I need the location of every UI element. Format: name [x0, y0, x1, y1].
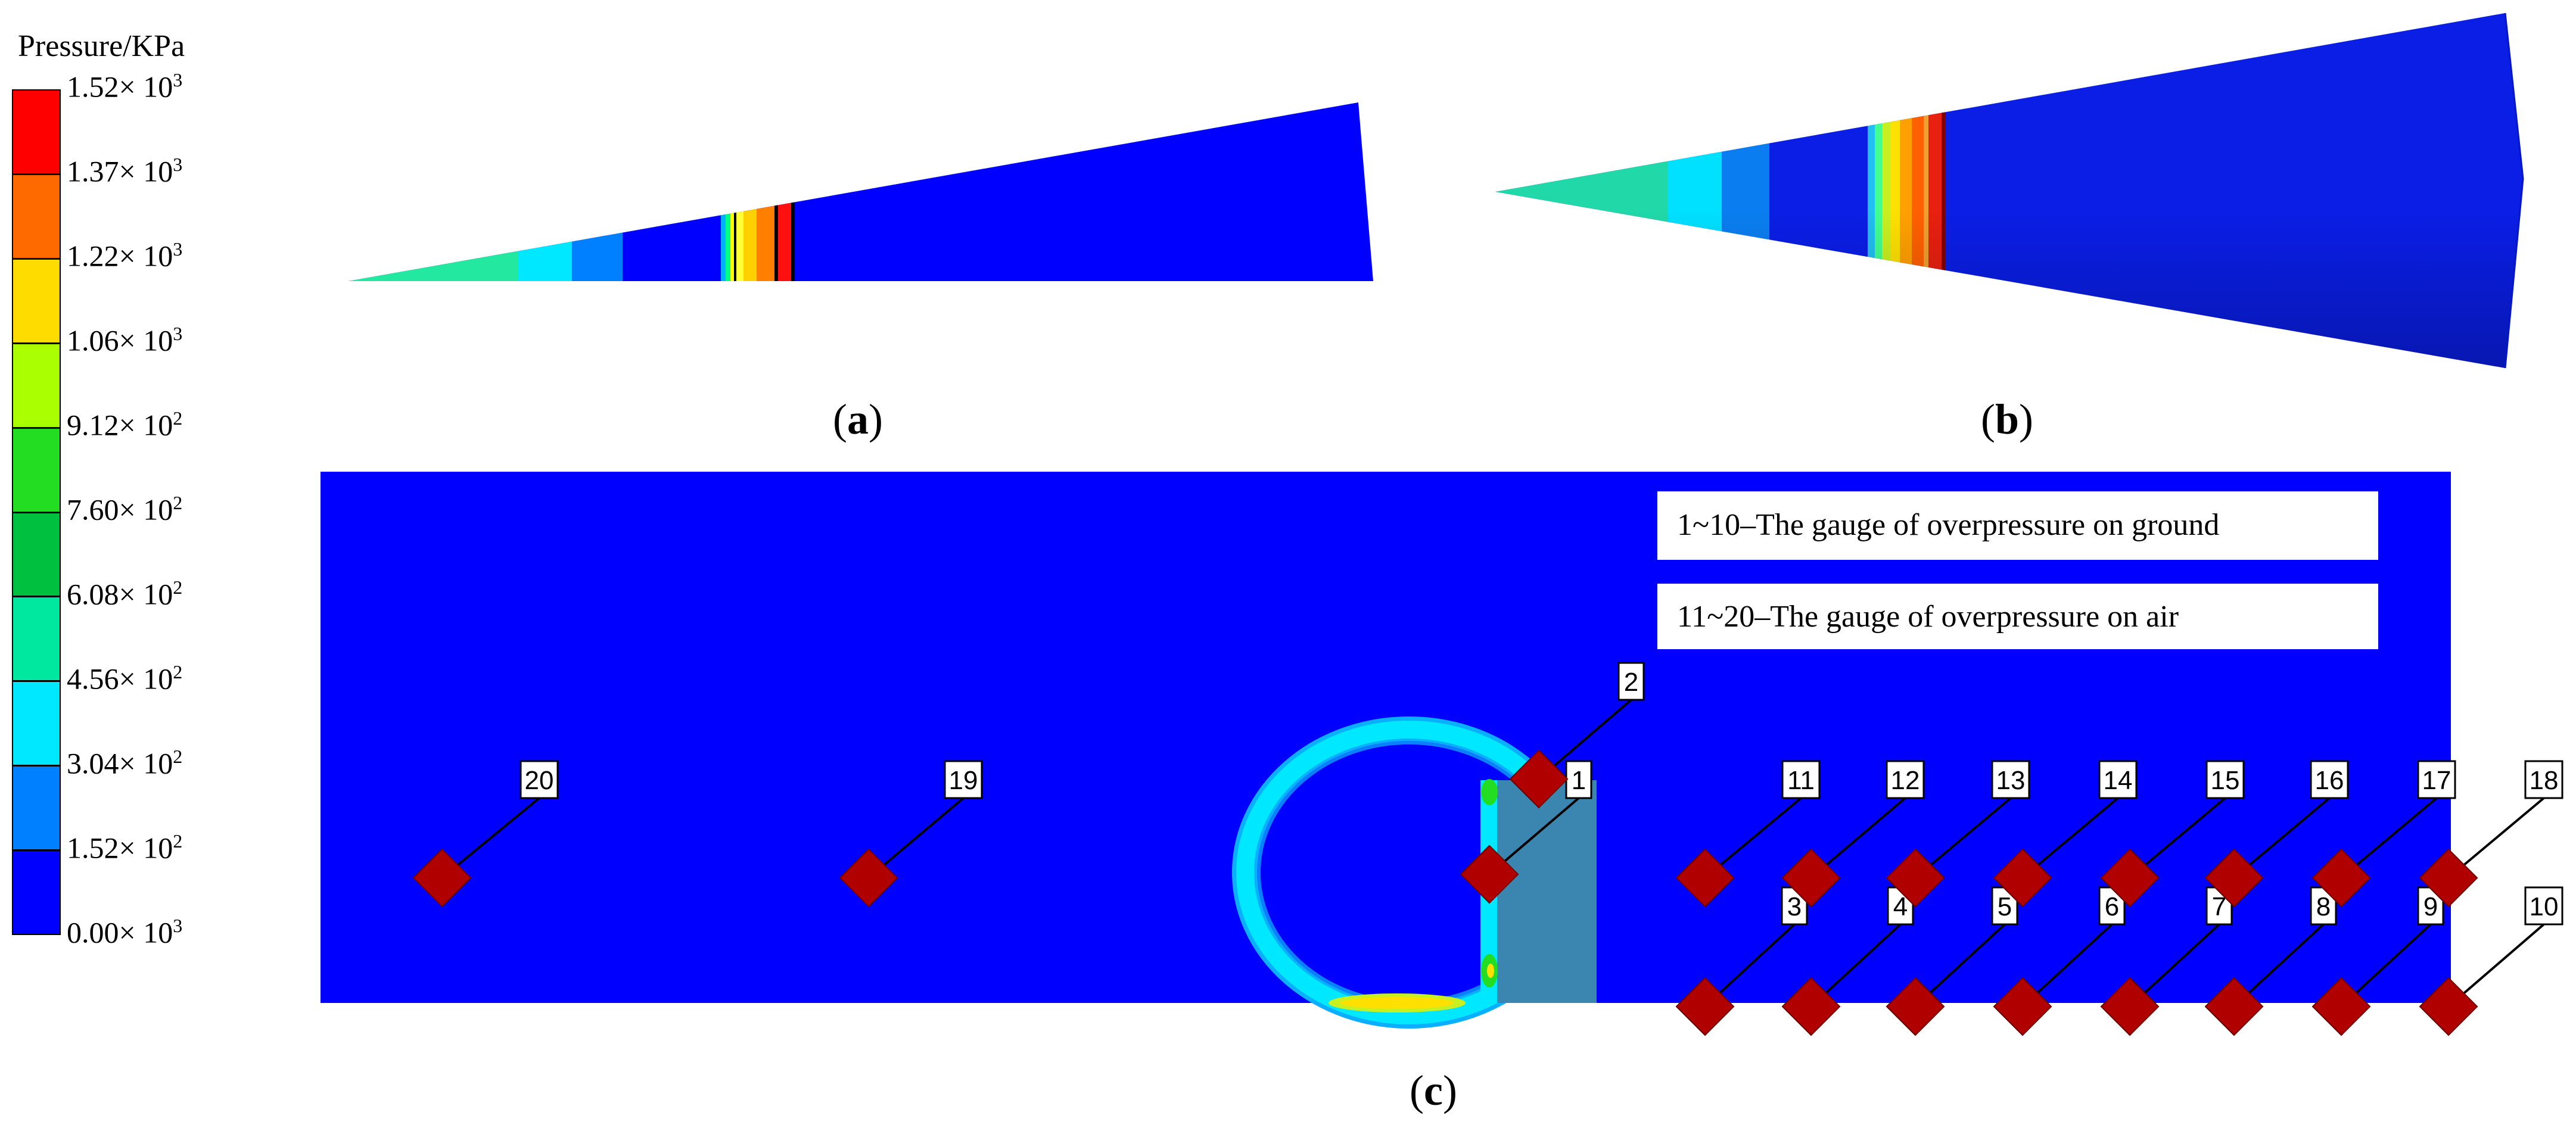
- gauge-marker: [1886, 977, 1945, 1036]
- gauge-marker: [2100, 977, 2160, 1036]
- gauge-6: 6: [1993, 886, 2126, 1036]
- gauge-number: 9: [2423, 892, 2438, 921]
- gauge-marker: [1781, 848, 1841, 908]
- colorbar-segment: [13, 344, 60, 429]
- gauge-number: 20: [525, 766, 554, 795]
- gauge-number: 18: [2530, 766, 2559, 795]
- gauge-number: 19: [949, 766, 978, 795]
- gauge-marker: [2311, 848, 2371, 908]
- gauge-marker: [1675, 848, 1735, 908]
- gauge-number: 15: [2211, 766, 2240, 795]
- gauge-marker: [412, 848, 472, 908]
- gauge-marker: [2419, 977, 2478, 1036]
- legend-tick-label: 1.52× 103: [67, 69, 183, 104]
- panel-b-cone: [1495, 13, 2523, 368]
- gauge-1: 1: [1460, 760, 1592, 904]
- note-ground-gauges: 1~10–The gauge of overpressure on ground: [1677, 508, 2220, 542]
- gauge-19: 19: [839, 760, 983, 908]
- gauge-number: 17: [2422, 766, 2451, 795]
- panel-a-label: (a): [833, 395, 883, 443]
- gauge-number: 16: [2315, 766, 2344, 795]
- gauge-number: 3: [1787, 892, 1802, 921]
- gauge-marker: [2100, 848, 2160, 908]
- gauge-5: 5: [1886, 886, 2018, 1036]
- gauge-16: 16: [2204, 760, 2349, 908]
- colorbar-segment: [13, 259, 60, 344]
- legend-tick-label: 4.56× 102: [67, 661, 183, 696]
- gauge-marker: [1675, 977, 1735, 1036]
- colorbar-segment: [13, 428, 60, 513]
- gauge-number: 6: [2105, 892, 2119, 921]
- gauge-number: 2: [1624, 668, 1638, 697]
- gauge-number: 5: [1998, 892, 2012, 921]
- legend-tick-label: 1.52× 102: [67, 830, 183, 865]
- gauge-number: 13: [1996, 766, 2026, 795]
- gauge-2: 2: [1509, 662, 1645, 809]
- gauge-number: 1: [1572, 766, 1586, 795]
- panel-b-label: (b): [1981, 395, 2034, 443]
- legend-title: Pressure/KPa: [18, 29, 185, 63]
- colorbar-segment: [13, 91, 60, 175]
- gauge-15: 15: [2100, 760, 2245, 908]
- colorbar-segment: [13, 597, 60, 683]
- legend-tick-label: 7.60× 102: [67, 492, 183, 526]
- gauge-number: 12: [1891, 766, 1920, 795]
- legend-tick-label: 9.12× 102: [67, 407, 183, 442]
- gauge-11: 11: [1675, 760, 1821, 908]
- gauge-marker: [1460, 845, 1519, 904]
- panel-c-domain: [321, 472, 2451, 1029]
- gauge-marker: [1993, 977, 2052, 1036]
- gauge-marker: [1509, 749, 1569, 809]
- gauge-marker: [2419, 848, 2478, 908]
- legend-tick-label: 1.22× 103: [67, 238, 183, 273]
- gauge-marker: [1993, 848, 2052, 908]
- gauge-marker: [2204, 848, 2264, 908]
- gauge-marker: [2204, 977, 2264, 1036]
- panel-a-wedge: [349, 102, 1373, 281]
- gauge-number: 8: [2316, 892, 2331, 921]
- gauge-10: 10: [2419, 886, 2563, 1036]
- gauge-marker: [1886, 848, 1945, 908]
- legend-tick-label: 1.06× 103: [67, 323, 183, 357]
- pressure-colorbar: [12, 89, 61, 935]
- panel-c-label: (c): [1410, 1067, 1457, 1114]
- colorbar-segment: [13, 175, 60, 260]
- colorbar-segment: [13, 682, 60, 767]
- note-box-ground: [1657, 491, 2378, 560]
- colorbar-segment: [13, 851, 60, 934]
- legend-tick-label: 3.04× 102: [67, 746, 183, 780]
- gauge-marker: [1781, 977, 1841, 1036]
- gauge-3: 3: [1675, 886, 1808, 1036]
- gauge-number: 10: [2530, 892, 2559, 921]
- colorbar-segment: [13, 513, 60, 598]
- gauge-marker: [2311, 977, 2371, 1036]
- colorbar-segment: [13, 767, 60, 852]
- legend-tick-label: 0.00× 103: [67, 915, 183, 949]
- gauge-number: 11: [1787, 766, 1815, 795]
- gauge-18: 18: [2419, 760, 2563, 908]
- gauge-marker: [839, 848, 898, 908]
- gauge-20: 20: [412, 760, 559, 908]
- legend-tick-label: 6.08× 102: [67, 577, 183, 611]
- note-box-air: [1657, 584, 2378, 649]
- legend-tick-label: 1.37× 103: [67, 154, 183, 188]
- note-air-gauges: 11~20–The gauge of overpressure on air: [1677, 600, 2179, 634]
- gauge-number: 14: [2104, 766, 2133, 795]
- gauge-8: 8: [2204, 886, 2337, 1036]
- gauge-14: 14: [1993, 760, 2138, 908]
- gauge-9: 9: [2311, 886, 2444, 1036]
- gauge-17: 17: [2311, 760, 2456, 908]
- gauge-12: 12: [1781, 760, 1925, 908]
- gauge-13: 13: [1886, 760, 2030, 908]
